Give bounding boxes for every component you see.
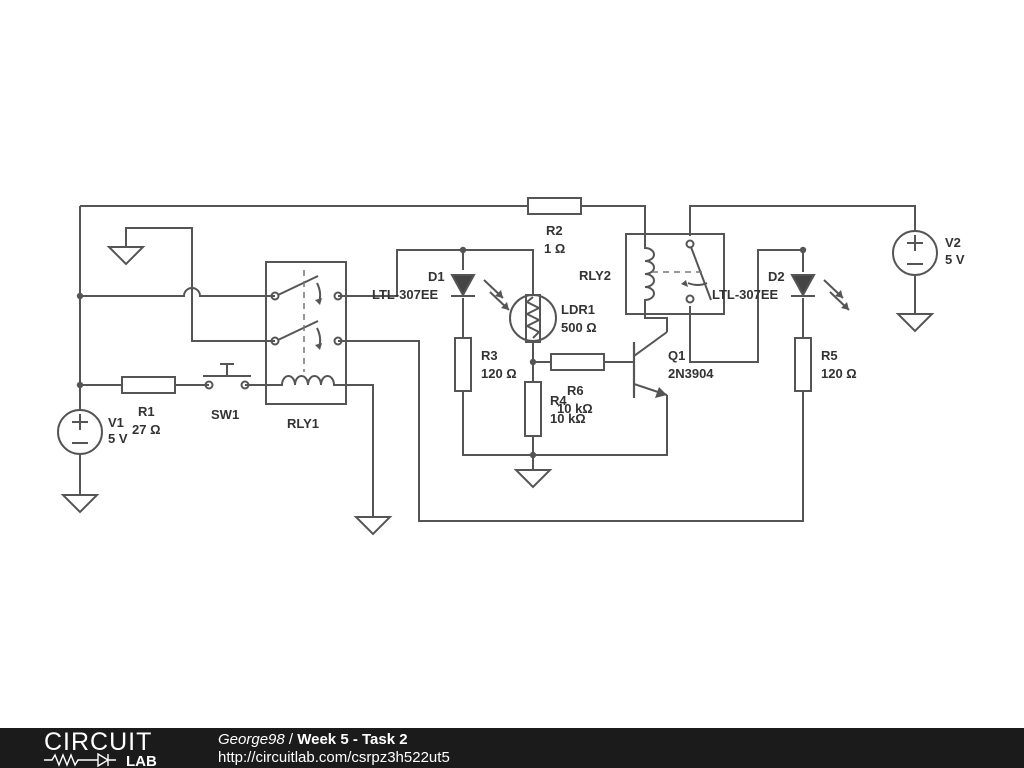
led-d2[interactable]: D2 LTL-307EE xyxy=(712,269,850,311)
q1-part: 2N3904 xyxy=(668,366,714,381)
circuitlab-logo[interactable]: CIRCUIT xyxy=(44,728,153,756)
r5-ref: R5 xyxy=(821,348,838,363)
rly2-ref: RLY2 xyxy=(579,268,611,283)
resistor-r6[interactable]: R6 10 kΩ xyxy=(550,353,605,416)
r3-ref: R3 xyxy=(481,348,498,363)
q1-ref: Q1 xyxy=(668,348,685,363)
logo-lab-text: LAB xyxy=(126,753,157,767)
r2-value: 1 Ω xyxy=(544,241,565,256)
resistor-r3[interactable]: R3 120 Ω xyxy=(454,337,517,392)
v1-ref: V1 xyxy=(108,415,124,430)
r4-ref: R4 xyxy=(550,393,567,408)
wires xyxy=(79,205,916,522)
title-separator: / xyxy=(284,731,298,748)
resistor-r5[interactable]: R5 120 Ω xyxy=(794,337,857,392)
v2-value: 5 V xyxy=(945,252,965,267)
resistor-r4[interactable]: R4 10 kΩ xyxy=(524,381,586,437)
r6-value: 10 kΩ xyxy=(557,401,593,416)
v1-value: 5 V xyxy=(108,431,128,446)
logo-resistor-diode-icon: LAB xyxy=(44,753,157,767)
pushbutton-sw1[interactable]: SW1 xyxy=(203,363,251,422)
r1-value: 27 Ω xyxy=(132,422,161,437)
d1-ref: D1 xyxy=(428,269,445,284)
r6-ref: R6 xyxy=(567,383,584,398)
ground-icon xyxy=(106,246,146,266)
r3-value: 120 Ω xyxy=(481,366,517,381)
r1-ref: R1 xyxy=(138,404,155,419)
relay-rly2[interactable]: RLY2 xyxy=(579,233,725,315)
d2-ref: D2 xyxy=(768,269,785,284)
sw1-ref: SW1 xyxy=(211,407,239,422)
voltage-source-v1[interactable]: V1 5 V xyxy=(57,409,128,455)
relay-rly1[interactable]: RLY1 xyxy=(265,261,347,431)
d2-part: LTL-307EE xyxy=(712,287,779,302)
r2-ref: R2 xyxy=(546,223,563,238)
ground-icon xyxy=(895,313,935,333)
author-name[interactable]: George98 xyxy=(218,731,285,748)
ground-icon xyxy=(353,516,393,536)
ldr1-ref: LDR1 xyxy=(561,302,595,317)
footer-title-line: George98 / Week 5 - Task 2 xyxy=(218,731,408,748)
r4-value: 10 kΩ xyxy=(550,411,586,426)
ground-icon xyxy=(513,469,553,489)
resistor-r1[interactable]: R1 27 Ω xyxy=(121,376,176,437)
v2-ref: V2 xyxy=(945,235,961,250)
d1-part: LTL-307EE xyxy=(372,287,439,302)
voltage-source-v2[interactable]: V2 5 V xyxy=(892,230,965,276)
ldr1-value: 500 Ω xyxy=(561,320,597,335)
ldr-ldr1[interactable]: LDR1 500 Ω xyxy=(509,294,597,343)
project-url[interactable]: http://circuitlab.com/csrpz3h522ut5 xyxy=(218,749,450,766)
r5-value: 120 Ω xyxy=(821,366,857,381)
transistor-q1[interactable]: Q1 2N3904 xyxy=(632,331,714,398)
ground-symbols xyxy=(60,246,935,536)
footer-bar: CIRCUIT LAB George98 / Week 5 - Task 2 h… xyxy=(0,728,1024,768)
rly1-ref: RLY1 xyxy=(287,416,319,431)
led-d1[interactable]: D1 LTL-307EE xyxy=(372,269,510,311)
schematic-canvas: V1 5 V V2 5 V R1 27 Ω SW1 xyxy=(57,197,965,536)
resistor-r2[interactable]: R2 1 Ω xyxy=(527,197,582,256)
ground-icon xyxy=(60,494,100,514)
project-title[interactable]: Week 5 - Task 2 xyxy=(297,731,408,748)
junctions xyxy=(76,246,807,459)
